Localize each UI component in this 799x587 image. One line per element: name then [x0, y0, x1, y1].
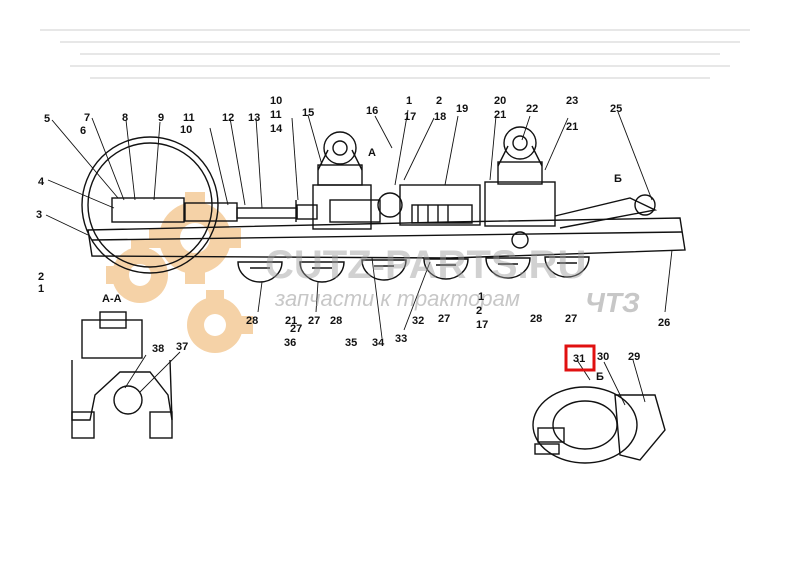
label-3: 3: [36, 209, 42, 221]
label-10b: 10: [270, 95, 282, 107]
label-13: 13: [248, 112, 260, 124]
label-17a: 17: [404, 111, 416, 123]
label-37: 37: [176, 341, 188, 353]
label-10a: 10: [180, 124, 192, 136]
center-mechanism: [329, 184, 481, 226]
section-aa-view: [71, 311, 173, 439]
label-28b: 28: [330, 315, 342, 327]
support-roller-right: [484, 126, 556, 249]
label-27c: 27: [308, 315, 320, 327]
label-32: 32: [412, 315, 424, 327]
label-20: 20: [494, 95, 506, 107]
label-28c: 28: [246, 315, 258, 327]
label-15: 15: [302, 107, 314, 119]
label-9: 9: [158, 112, 164, 124]
watermark-subtitle: запчасти к тракторам: [274, 286, 520, 311]
label-b-view: Б: [614, 173, 622, 185]
label-25: 25: [610, 103, 622, 115]
label-21a: 21: [494, 109, 506, 121]
label-6: 6: [80, 125, 86, 137]
label-26: 26: [658, 317, 670, 329]
tension-spring-assembly: [184, 200, 318, 222]
label-11b: 11: [270, 109, 282, 121]
label-28a: 28: [530, 313, 542, 325]
label-detail-b: Б: [596, 371, 604, 383]
label-35: 35: [345, 337, 357, 349]
label-17b: 17: [476, 319, 488, 331]
label-2b: 2: [436, 95, 442, 107]
label-33: 33: [395, 333, 407, 345]
watermark-brand: ЧТЗ: [585, 287, 640, 318]
label-1c: 1: [478, 291, 484, 303]
watermark-gear-icon: [106, 192, 253, 353]
label-7: 7: [84, 112, 90, 124]
label-2: 2: [38, 271, 44, 283]
label-34: 34: [372, 337, 385, 349]
label-21b: 21: [566, 121, 578, 133]
support-roller-left: [312, 131, 372, 230]
label-11a: 11: [183, 112, 195, 124]
label-36: 36: [284, 337, 296, 349]
label-1: 1: [38, 283, 44, 295]
label-16: 16: [366, 105, 378, 117]
label-18: 18: [434, 111, 446, 123]
highlight-box: [564, 344, 596, 372]
label-29: 29: [628, 351, 640, 363]
label-2c: 2: [476, 305, 482, 317]
track-rollers: [237, 256, 590, 283]
idler-wheel: [81, 136, 219, 274]
faded-header-lines: [40, 29, 750, 79]
detail-b-view: [532, 386, 666, 464]
label-19: 19: [456, 103, 468, 115]
label-21c: 21: [285, 315, 297, 327]
label-27b: 27: [438, 313, 450, 325]
label-31: 31: [573, 353, 585, 365]
label-1b: 1: [406, 95, 412, 107]
label-12: 12: [222, 112, 234, 124]
leader-lines: [45, 109, 673, 406]
label-27a: 27: [565, 313, 577, 325]
label-30: 30: [597, 351, 609, 363]
watermark-site: CUTZ-PARTS.RU: [265, 243, 586, 287]
label-5: 5: [44, 113, 50, 125]
label-4: 4: [38, 176, 45, 188]
label-8: 8: [122, 112, 128, 124]
label-22: 22: [526, 103, 538, 115]
label-14: 14: [270, 123, 283, 135]
label-arrow-a: A: [368, 147, 376, 159]
label-27d: 27: [290, 323, 302, 335]
frame-beam: [87, 194, 686, 259]
label-section-aa: А-А: [102, 293, 122, 305]
part-labels: 1 2 3 4 5 6 7 8 9 11 10 12 13 10 11 14 1…: [36, 95, 670, 383]
label-38: 38: [152, 343, 164, 355]
label-23: 23: [566, 95, 578, 107]
